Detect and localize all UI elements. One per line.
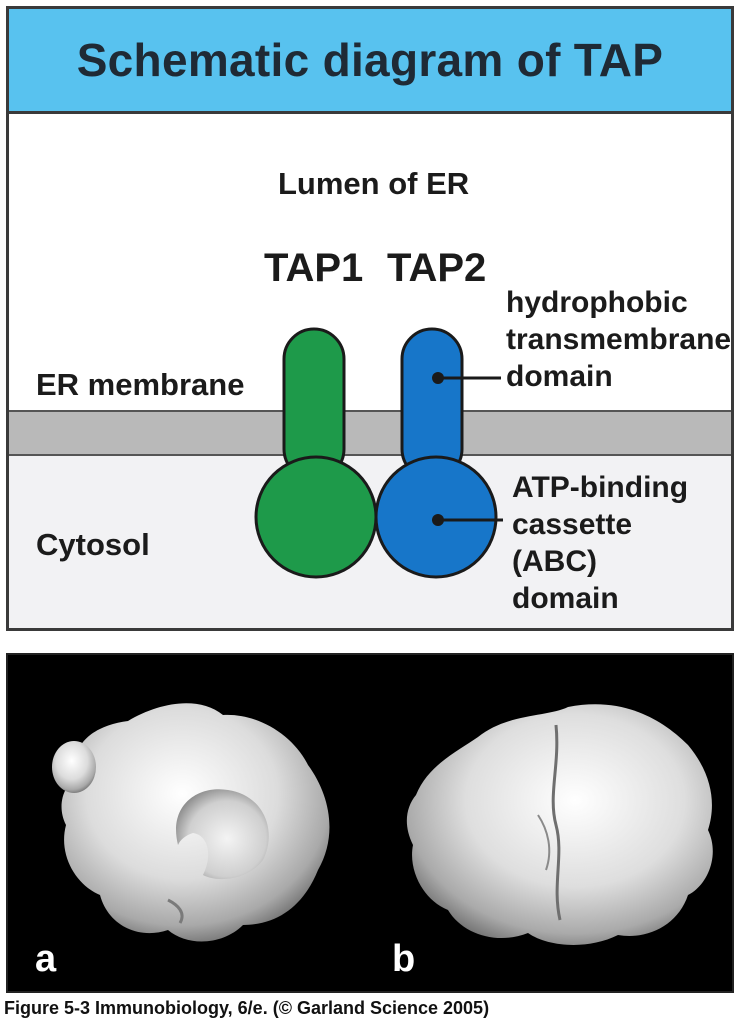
abc-label-line-2: cassette [512, 508, 633, 541]
er-membrane-band [9, 410, 731, 456]
figure-caption: Figure 5-3 Immunobiology, 6/e. (© Garlan… [4, 998, 490, 1018]
abc-label-line-4: domain [512, 582, 619, 615]
structure-b-crease [537, 814, 551, 871]
hydrophobic-pointer-dot [432, 372, 444, 384]
title-bar: Schematic diagram of TAP [9, 9, 731, 114]
tap-structure-a [52, 703, 330, 942]
tap-structure-b [406, 704, 713, 945]
cytosol-label: Cytosol [36, 527, 150, 562]
panel-label-b: b [392, 938, 416, 980]
hydrophobic-label-line-1: hydrophobic [506, 286, 688, 319]
tap1-protein [254, 327, 378, 579]
hydrophobic-label-line-3: domain [506, 360, 613, 393]
pointer-lines [432, 372, 503, 526]
tap-3d-renderings [52, 703, 713, 945]
tap2-protein [374, 327, 498, 579]
abc-label-line-1: ATP-binding [512, 471, 689, 504]
structure-a-cavity [176, 789, 269, 880]
schematic-panel: Schematic diagram of TAP Lumen of ER TAP… [6, 6, 734, 631]
tap2-label: TAP2 [387, 246, 487, 290]
er-membrane-label: ER membrane [36, 367, 245, 402]
tap-shapes [254, 327, 503, 579]
abc-domain-label: ATP-binding cassette (ABC) domain [512, 469, 688, 617]
diagram-title: Schematic diagram of TAP [76, 34, 664, 86]
hydrophobic-label-line-2: transmembrane [506, 323, 732, 356]
abc-pointer-dot [432, 514, 444, 526]
lumen-label: Lumen of ER [278, 166, 470, 201]
abc-label-line-3: (ABC) [512, 545, 597, 578]
panel-label-a: a [35, 938, 57, 980]
tap1-abc-domain [254, 455, 378, 579]
tap1-label: TAP1 [264, 246, 364, 290]
structure-images-panel: a b [6, 653, 734, 993]
structure-a-crease [167, 898, 184, 924]
structure-a-lobe [52, 741, 96, 793]
structure-b-surface [406, 704, 713, 945]
structure-b-seam [551, 724, 562, 921]
hydrophobic-domain-label: hydrophobic transmembrane domain [506, 284, 731, 395]
